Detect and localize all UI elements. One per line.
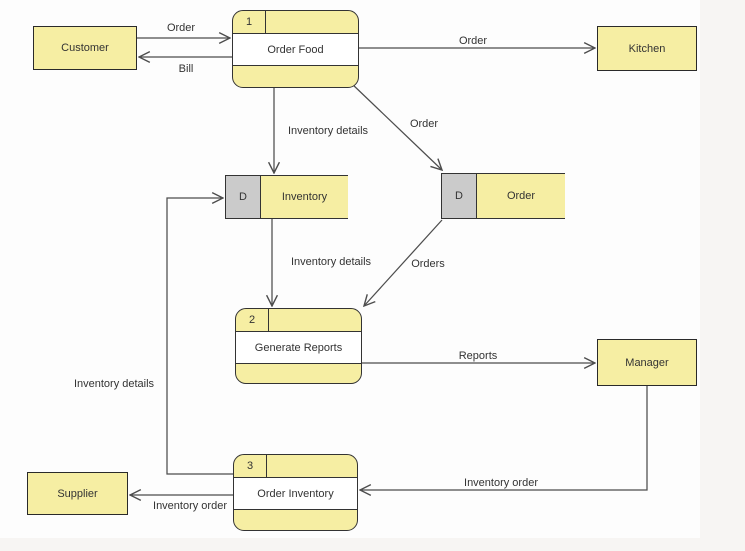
process-order-inventory-number: 3 bbox=[234, 455, 267, 477]
flow-inventory-details-process-to-store[interactable] bbox=[166, 198, 233, 475]
entity-customer[interactable]: Customer bbox=[33, 26, 137, 70]
flow-label-order-kitchen: Order bbox=[458, 35, 488, 47]
datastore-order-tag: D bbox=[442, 174, 477, 218]
entity-supplier[interactable]: Supplier bbox=[27, 472, 128, 515]
process-order-food-footer bbox=[233, 66, 358, 87]
flow-order-order-food-to-order-store[interactable] bbox=[350, 82, 442, 170]
process-order-inventory[interactable]: 3 Order Inventory bbox=[233, 454, 358, 531]
process-order-inventory-header: 3 bbox=[234, 455, 357, 478]
datastore-inventory-tag: D bbox=[226, 176, 261, 218]
flow-label-inventory-details-mid: Inventory details bbox=[290, 256, 372, 268]
entity-customer-label: Customer bbox=[61, 42, 109, 54]
flow-label-reports: Reports bbox=[458, 350, 498, 362]
entity-manager[interactable]: Manager bbox=[597, 339, 697, 386]
process-order-food[interactable]: 1 Order Food bbox=[232, 10, 359, 88]
entity-manager-label: Manager bbox=[625, 356, 669, 369]
datastore-order[interactable]: D Order bbox=[441, 173, 565, 219]
datastore-inventory[interactable]: D Inventory bbox=[225, 175, 348, 219]
flow-label-orders: Orders bbox=[411, 258, 445, 270]
flow-inventory-order-manager-to-process[interactable] bbox=[360, 386, 648, 490]
flow-label-order-store: Order bbox=[409, 118, 439, 130]
entity-kitchen-label: Kitchen bbox=[628, 42, 666, 55]
process-generate-reports-header: 2 bbox=[236, 309, 361, 332]
datastore-order-label: Order bbox=[506, 190, 536, 202]
flow-label-bill: Bill bbox=[178, 63, 194, 75]
flow-orders-order-store-to-reports[interactable] bbox=[364, 219, 443, 306]
process-order-food-number: 1 bbox=[233, 11, 266, 33]
process-generate-reports-footer bbox=[236, 364, 361, 383]
process-order-inventory-name: Order Inventory bbox=[234, 478, 357, 510]
drawing-sheet bbox=[0, 0, 700, 538]
datastore-inventory-label: Inventory bbox=[281, 191, 328, 203]
flow-label-order-customer: Order bbox=[166, 22, 196, 34]
process-order-inventory-footer bbox=[234, 510, 357, 530]
process-generate-reports[interactable]: 2 Generate Reports bbox=[235, 308, 362, 384]
process-order-food-name: Order Food bbox=[233, 34, 358, 66]
entity-kitchen[interactable]: Kitchen bbox=[597, 26, 697, 71]
flow-label-inventory-order-left: Inventory order bbox=[153, 500, 227, 512]
process-generate-reports-name: Generate Reports bbox=[236, 332, 361, 364]
entity-supplier-label: Supplier bbox=[57, 487, 98, 500]
flow-label-inventory-order-right: Inventory order bbox=[464, 477, 538, 489]
flow-label-inventory-details-top: Inventory details bbox=[287, 125, 369, 137]
flow-label-inventory-details-left: Inventory details bbox=[73, 378, 155, 390]
process-order-food-header: 1 bbox=[233, 11, 358, 34]
process-generate-reports-number: 2 bbox=[236, 309, 269, 331]
